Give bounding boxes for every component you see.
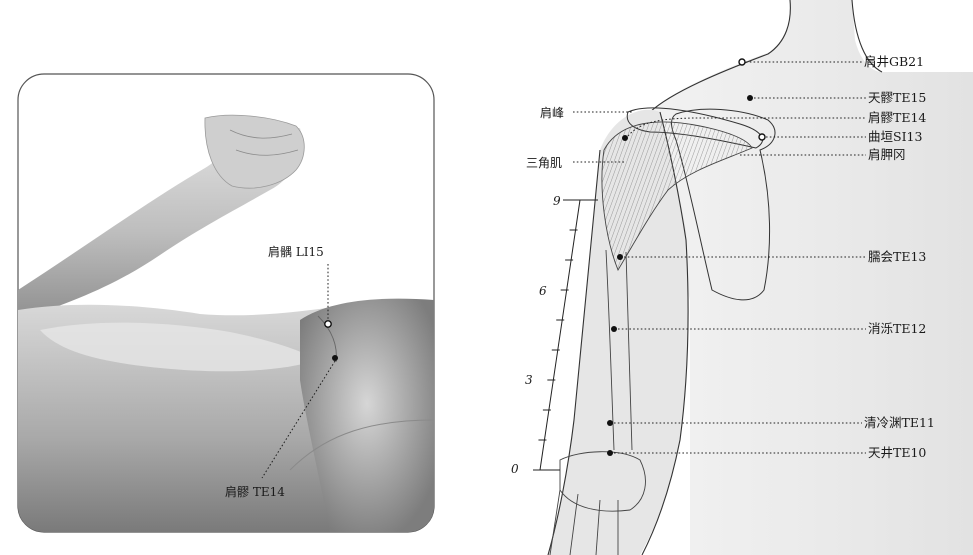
scale-minor-ticks (534, 199, 582, 471)
deltoid-muscle (601, 121, 753, 272)
elbow-joint (559, 451, 646, 512)
te11-marker (607, 420, 613, 426)
scale-tick-9: 9 (553, 194, 561, 208)
biceps-highlight (40, 322, 318, 372)
acromion-label: 肩峰 (540, 105, 564, 120)
te10-marker (607, 450, 613, 456)
humerus-line-2 (625, 251, 633, 451)
te12-label: 消泺TE12 (868, 321, 926, 336)
te14-leader-line (627, 117, 866, 137)
si13-marker (758, 133, 766, 141)
te10-label: 天井TE10 (868, 445, 926, 460)
gb21-label: 肩井GB21 (864, 54, 924, 69)
arm-silhouette (548, 109, 688, 555)
te15-marker (747, 95, 753, 101)
deltoid-label: 三角肌 (526, 156, 562, 170)
jianyu-point-marker (324, 320, 332, 328)
te14-marker (622, 135, 628, 141)
jianliao-point-marker (332, 355, 338, 361)
jianyu-label: 肩髃 LI15 (268, 244, 324, 259)
te13-label: 臑会TE13 (868, 249, 926, 264)
scale-tick-6: 6 (539, 284, 547, 298)
neck-shoulder-outline (649, 0, 791, 113)
te15-label: 天髎TE15 (868, 90, 926, 105)
neck-right-outline (851, 0, 883, 73)
scale-tick-3: 3 (525, 373, 533, 387)
photo-panel: 肩髃 LI15 肩髎 TE14 (17, 73, 435, 533)
jianliao-label: 肩髎 TE14 (225, 484, 285, 499)
te12-marker (611, 326, 617, 332)
ulna-line-1 (569, 493, 579, 555)
gb21-marker (738, 58, 746, 66)
ulna-line-2 (595, 499, 601, 555)
diagram-panel: 9 6 3 0 肩峰 三角肌 肩井GB21 天髎TE15 肩髎TE14 (511, 0, 973, 555)
torso-silhouette (642, 0, 973, 555)
te13-marker (617, 254, 623, 260)
jianliao-leader-line (261, 360, 336, 479)
scale-tick-0: 0 (511, 462, 519, 476)
radius-line (549, 489, 561, 555)
flexed-arm-photo (18, 114, 434, 532)
scapular-ridge-label: 肩胛冈 (868, 147, 906, 162)
fist (204, 114, 305, 189)
te14-label: 肩髎TE14 (868, 110, 926, 125)
te11-label: 清冷渊TE11 (864, 415, 935, 430)
scale-axis (539, 199, 581, 471)
measurement-scale: 9 6 3 0 (511, 194, 598, 476)
arm-front-outline (547, 149, 601, 555)
humerus-line-1 (605, 249, 615, 451)
si13-label: 曲垣SI13 (868, 129, 922, 144)
